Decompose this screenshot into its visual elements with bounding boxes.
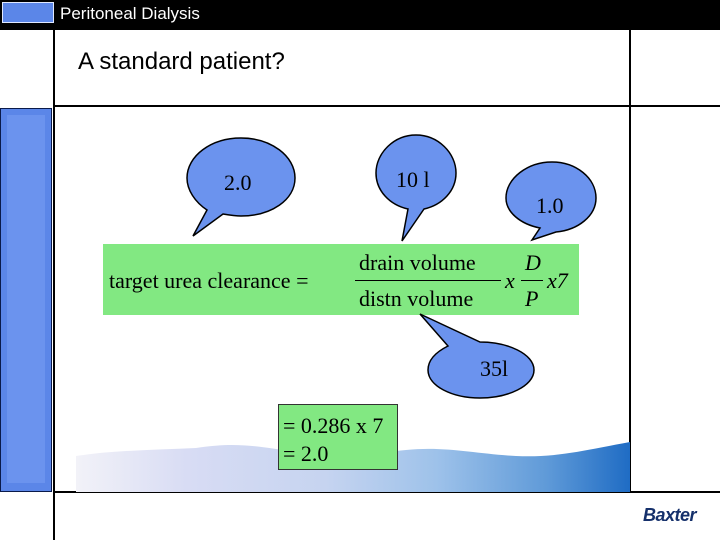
bubble-dp-text: 1.0: [536, 193, 564, 218]
left-accent-bar-inner: [7, 115, 45, 483]
header-title: Peritoneal Dialysis: [60, 4, 200, 23]
formula-times-1: x: [505, 268, 515, 293]
result-line-1: = 0.286 x 7: [283, 413, 384, 438]
formula-times-2: x7: [547, 268, 568, 293]
speech-bubble-dose: [186, 137, 296, 237]
bubble-distn-text: 35l: [480, 356, 509, 381]
formula-lhs: target urea clearance =: [109, 268, 309, 293]
bubble-dose-text: 2.0: [224, 170, 252, 195]
speech-bubble-drain: [375, 134, 457, 242]
speech-bubble-distn: [419, 313, 535, 399]
formula-numerator: drain volume: [359, 250, 476, 275]
formula-p: P: [525, 286, 539, 311]
formula-d: D: [525, 250, 541, 275]
frame-line-left: [53, 30, 55, 540]
speech-bubble-dp: [505, 161, 597, 242]
formula-fraction-line-main: [355, 280, 501, 281]
result-line-2: = 2.0: [283, 441, 329, 466]
formula-fraction-line-dp: [521, 280, 543, 281]
slide-title: A standard patient?: [78, 48, 285, 75]
header-bar: Peritoneal Dialysis: [0, 0, 720, 30]
result-box: = 0.286 x 7 = 2.0: [278, 404, 398, 470]
frame-line-bottom: [53, 491, 720, 493]
header-swatch: [2, 2, 54, 23]
left-accent-bar: [0, 108, 52, 492]
frame-line-right: [629, 30, 631, 492]
formula-box: target urea clearance = drain volume dis…: [103, 244, 579, 315]
frame-line-top: [53, 105, 720, 107]
bubble-drain-text: 10 l: [396, 167, 430, 192]
baxter-logo: Baxter: [643, 505, 697, 525]
formula-denominator: distn volume: [359, 286, 474, 311]
